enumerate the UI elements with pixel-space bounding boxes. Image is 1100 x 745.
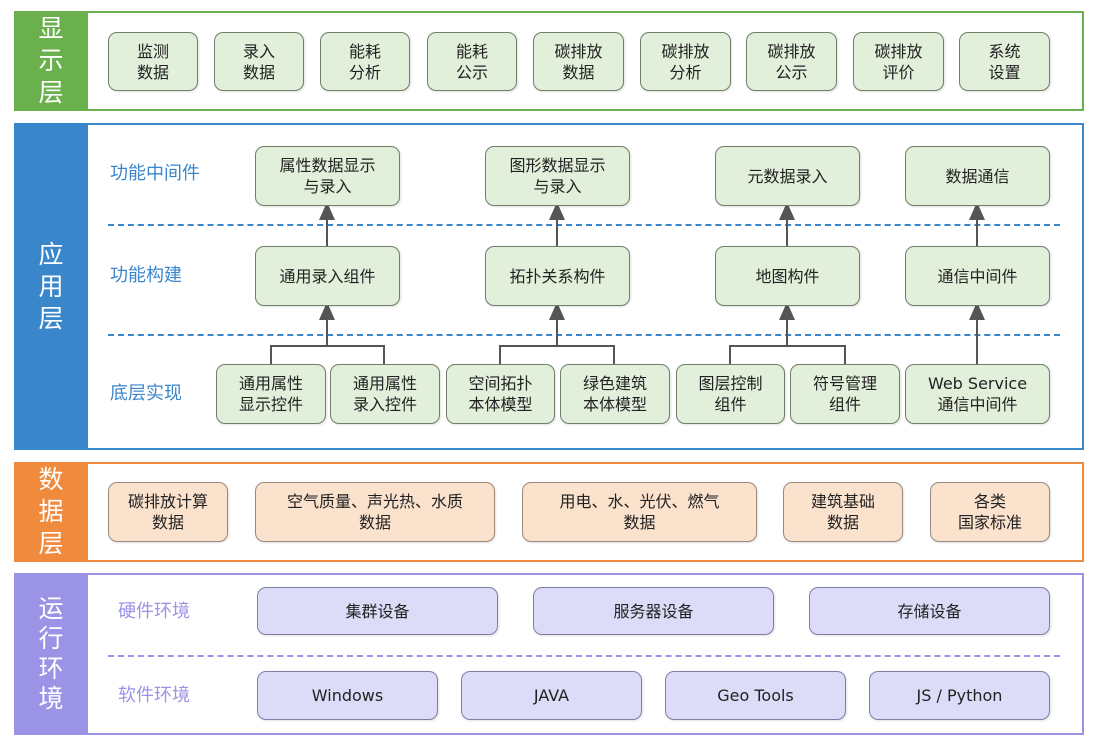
construction-item[interactable]: 拓扑关系构件 [485,246,630,306]
row-label-construction: 功能构建 [110,265,182,286]
hardware-item[interactable]: 集群设备 [257,587,498,635]
data-item[interactable]: 空气质量、声光热、水质 数据 [255,482,495,542]
implementation-item[interactable]: 空间拓扑 本体模型 [446,364,555,424]
software-item[interactable]: Geo Tools [665,671,846,720]
display-item[interactable]: 碳排放 评价 [853,32,944,91]
middleware-item[interactable]: 元数据录入 [715,146,860,206]
data-item[interactable]: 用电、水、光伏、燃气 数据 [522,482,757,542]
row-divider [108,334,1060,336]
construction-item[interactable]: 地图构件 [715,246,860,306]
display-item[interactable]: 系统 设置 [959,32,1050,91]
data-item[interactable]: 建筑基础 数据 [783,482,903,542]
construction-item[interactable]: 通用录入组件 [255,246,400,306]
middleware-item[interactable]: 属性数据显示 与录入 [255,146,400,206]
implementation-item[interactable]: 图层控制 组件 [676,364,785,424]
runtime-layer-label-block: 运行环境 [14,573,88,735]
display-item[interactable]: 碳排放 数据 [533,32,624,91]
display-layer-label-block: 显示层 [14,11,88,111]
display-item[interactable]: 能耗 分析 [320,32,410,91]
row-divider [108,224,1060,226]
row-label-implementation: 底层实现 [110,383,182,404]
implementation-item[interactable]: 绿色建筑 本体模型 [560,364,670,424]
runtime-layer-label: 运行环境 [38,594,64,713]
software-item[interactable]: Windows [257,671,438,720]
row-label-middleware: 功能中间件 [110,163,200,184]
implementation-item[interactable]: 符号管理 组件 [790,364,900,424]
construction-item[interactable]: 通信中间件 [905,246,1050,306]
software-item[interactable]: JAVA [461,671,642,720]
data-layer-label-block: 数据层 [14,462,88,562]
data-layer-label: 数据层 [38,465,64,558]
implementation-item[interactable]: 通用属性 录入控件 [330,364,440,424]
hardware-item[interactable]: 服务器设备 [533,587,774,635]
data-item[interactable]: 碳排放计算 数据 [108,482,228,542]
display-item[interactable]: 录入 数据 [214,32,304,91]
hardware-item[interactable]: 存储设备 [809,587,1050,635]
application-layer-label-block: 应用层 [14,123,88,450]
middleware-item[interactable]: 数据通信 [905,146,1050,206]
row-label-hardware: 硬件环境 [118,601,190,622]
implementation-item[interactable]: Web Service 通信中间件 [905,364,1050,424]
display-item[interactable]: 能耗 公示 [427,32,517,91]
row-label-software: 软件环境 [118,685,190,706]
middleware-item[interactable]: 图形数据显示 与录入 [485,146,630,206]
display-item[interactable]: 碳排放 分析 [640,32,731,91]
implementation-item[interactable]: 通用属性 显示控件 [216,364,326,424]
display-item[interactable]: 碳排放 公示 [746,32,837,91]
display-layer-label: 显示层 [38,14,64,107]
data-item[interactable]: 各类 国家标准 [930,482,1050,542]
display-item[interactable]: 监测 数据 [108,32,198,91]
row-divider [108,655,1060,657]
software-item[interactable]: JS / Python [869,671,1050,720]
application-layer-label: 应用层 [38,239,64,333]
